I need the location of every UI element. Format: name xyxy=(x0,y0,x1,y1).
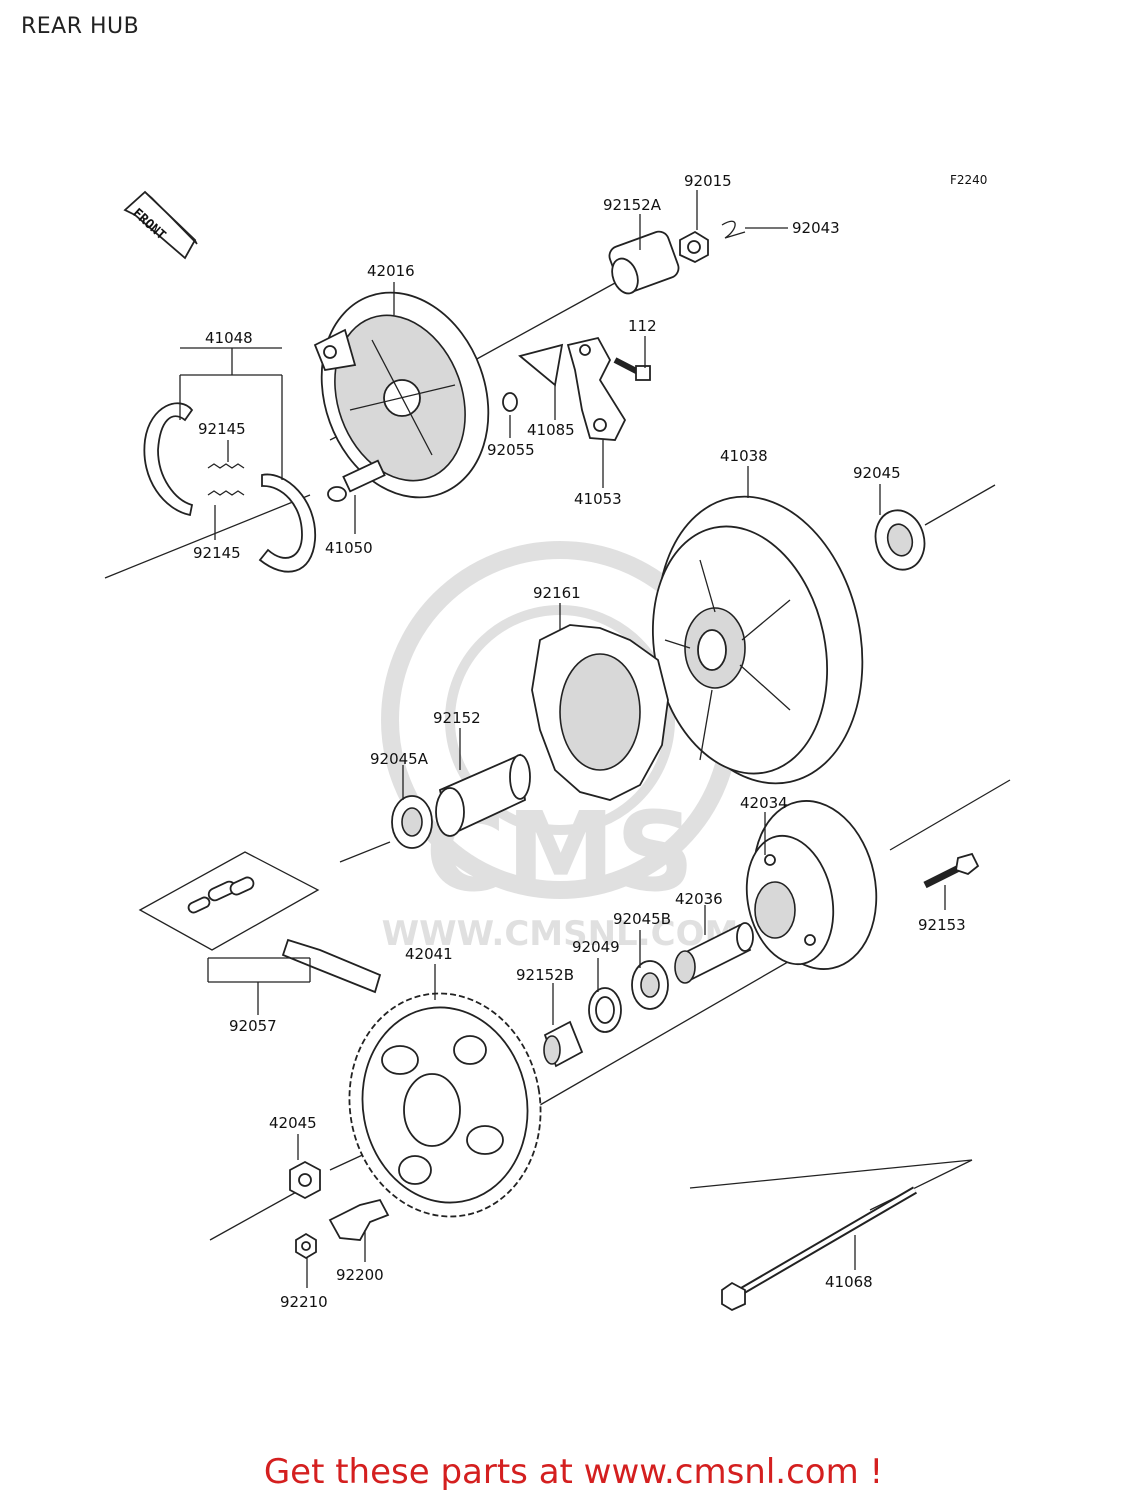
label-41048: 41048 xyxy=(205,329,253,347)
part-42036-sprocket-hub xyxy=(674,922,754,984)
label-41050: 41050 xyxy=(325,539,373,557)
part-92210-nut xyxy=(295,1232,317,1260)
part-41068-axle xyxy=(721,1186,918,1312)
label-41068: 41068 xyxy=(825,1273,873,1291)
part-112-bolt xyxy=(613,357,651,381)
part-41053-brake-lever xyxy=(566,336,627,441)
part-41038-wheel-hub xyxy=(651,495,864,785)
part-92152-collar xyxy=(435,753,531,837)
label-41085: 41085 xyxy=(527,421,575,439)
part-92152A-collar xyxy=(608,230,680,295)
label-92145-lower: 92145 xyxy=(193,544,241,562)
label-92161: 92161 xyxy=(533,584,581,602)
shop-link-banner[interactable]: Get these parts at www.cmsnl.com ! xyxy=(263,1452,884,1492)
label-41038: 41038 xyxy=(720,447,768,465)
label-92057: 92057 xyxy=(229,1017,277,1035)
label-92045A: 92045A xyxy=(370,750,429,768)
label-92045: 92045 xyxy=(853,464,901,482)
exploded-parts-diagram: CMS WWW.CMSNL.COM FRONT F2240 xyxy=(104,172,1011,1312)
page-title: REAR HUB xyxy=(21,14,140,39)
part-92153-stud xyxy=(923,852,980,889)
part-42016-brake-panel xyxy=(313,291,490,499)
label-92210: 92210 xyxy=(280,1293,328,1311)
leader-lines xyxy=(179,190,946,1288)
label-42036: 42036 xyxy=(675,890,723,908)
front-direction-badge: FRONT xyxy=(123,190,198,260)
part-92152B-collar xyxy=(543,1020,584,1068)
label-92152B: 92152B xyxy=(516,966,574,984)
part-92145-springs xyxy=(207,463,245,496)
label-92049: 92049 xyxy=(572,938,620,956)
label-92043: 92043 xyxy=(792,219,840,237)
part-92055-o-ring xyxy=(502,392,518,412)
label-42045: 42045 xyxy=(269,1114,317,1132)
part-92015-nut xyxy=(679,230,709,264)
part-92045A-bearing xyxy=(391,795,433,849)
label-42041: 42041 xyxy=(405,945,453,963)
label-92145-upper: 92145 xyxy=(198,420,246,438)
part-41048-brake-shoes xyxy=(143,402,316,573)
watermark-url: WWW.CMSNL.COM xyxy=(382,914,739,954)
part-92057-chain-joint-kit xyxy=(138,851,382,994)
part-41050-brake-cam xyxy=(327,459,386,502)
part-92045-bearing xyxy=(874,509,926,571)
part-42045-nut xyxy=(289,1160,321,1200)
label-92055: 92055 xyxy=(487,441,535,459)
label-92152: 92152 xyxy=(433,709,481,727)
part-92049-oil-seal xyxy=(588,987,622,1033)
label-92045B: 92045B xyxy=(613,910,671,928)
figure-code: F2240 xyxy=(950,173,987,187)
part-41085-plate xyxy=(518,343,564,387)
part-92161-damper xyxy=(531,624,669,801)
label-92152A: 92152A xyxy=(603,196,662,214)
part-42041-rear-sprocket xyxy=(348,992,542,1218)
label-92153: 92153 xyxy=(918,916,966,934)
part-92045B-bearing xyxy=(631,960,669,1010)
label-92015: 92015 xyxy=(684,172,732,190)
part-42034-coupling xyxy=(745,800,878,970)
label-42016: 42016 xyxy=(367,262,415,280)
label-92200: 92200 xyxy=(336,1266,384,1284)
part-92043-cotter-pin xyxy=(721,220,746,239)
label-41053: 41053 xyxy=(574,490,622,508)
part-92200-lock-plate xyxy=(328,1198,390,1241)
part-number-labels: 92015 92152A 92043 42016 112 41048 41085… xyxy=(193,172,966,1311)
label-42034: 42034 xyxy=(740,794,788,812)
label-112: 112 xyxy=(628,317,657,335)
